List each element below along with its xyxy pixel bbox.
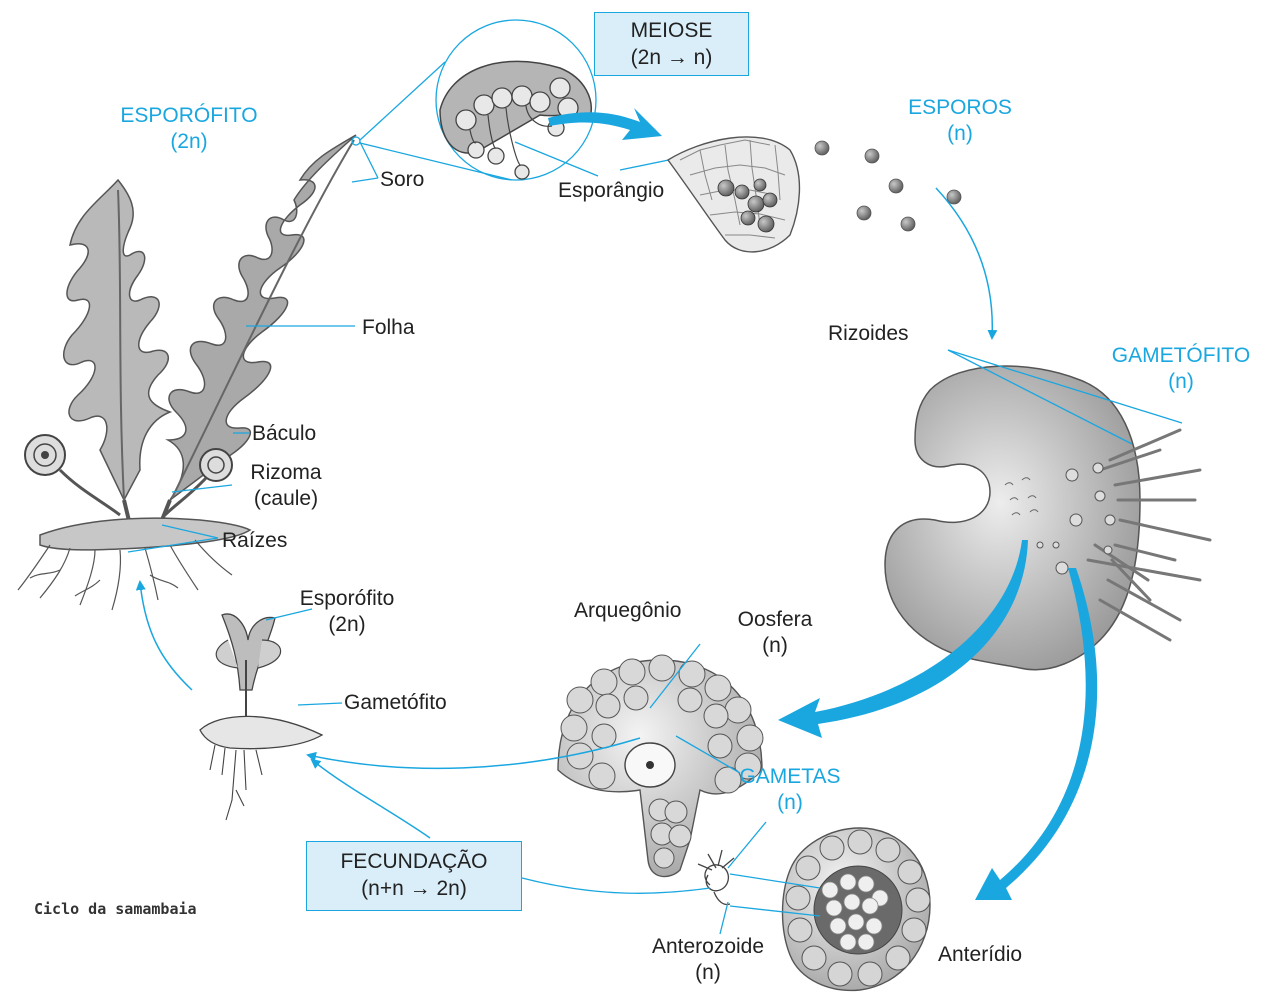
antherozoid-illustration bbox=[698, 850, 734, 905]
fecundacao-title: FECUNDAÇÃO bbox=[307, 848, 521, 875]
label-young-gametofito: Gametófito bbox=[344, 690, 447, 716]
meiose-formula: (2n → n) bbox=[595, 44, 748, 71]
fecundacao-formula: (n+n → 2n) bbox=[307, 875, 521, 902]
label-rizoma: Rizoma(caule) bbox=[226, 460, 346, 513]
free-spores bbox=[815, 141, 961, 231]
arrow-young-to-adult bbox=[140, 582, 192, 690]
left-frond bbox=[64, 180, 170, 500]
label-gametofito: GAMETÓFITO(n) bbox=[1088, 343, 1274, 396]
label-rizoides: Rizoides bbox=[828, 321, 909, 347]
label-anteridio: Anterídio bbox=[938, 942, 1022, 968]
rhizome bbox=[40, 518, 250, 550]
line-fecundation-to-antherozoid bbox=[522, 878, 710, 893]
figure-caption: Ciclo da samambaia bbox=[34, 900, 197, 918]
label-esporangio: Esporângio bbox=[558, 178, 664, 204]
label-soro: Soro bbox=[380, 167, 424, 193]
label-gametas: GAMETAS(n) bbox=[718, 764, 862, 817]
label-young-esporofito: Esporófito(2n) bbox=[284, 586, 410, 639]
young-sporophyte-illustration bbox=[200, 614, 322, 820]
label-baculo: Báculo bbox=[252, 421, 316, 447]
meiose-title: MEIOSE bbox=[595, 17, 748, 44]
label-anterozoide: Anterozoide(n) bbox=[628, 934, 788, 987]
label-folha: Folha bbox=[362, 315, 415, 341]
roots bbox=[18, 540, 232, 610]
label-oosfera: Oosfera(n) bbox=[720, 607, 830, 660]
label-arquegonio: Arquegônio bbox=[574, 598, 681, 624]
label-raizes: Raízes bbox=[222, 528, 287, 554]
antheridium-illustration bbox=[783, 828, 931, 990]
label-esporofito: ESPORÓFITO(2n) bbox=[104, 103, 274, 156]
adult-fern-illustration bbox=[18, 135, 356, 610]
arrow-spores-to-gametophyte bbox=[936, 188, 992, 338]
meiose-box: MEIOSE (2n → n) bbox=[594, 12, 749, 76]
sporangium-illustration bbox=[668, 137, 799, 252]
young-gametophyte-thallus bbox=[200, 716, 322, 748]
label-esporos: ESPOROS(n) bbox=[880, 95, 1040, 148]
arrow-fecundation-to-young bbox=[312, 760, 430, 838]
gametophyte-illustration bbox=[885, 366, 1210, 670]
fecundacao-box: FECUNDAÇÃO (n+n → 2n) bbox=[306, 841, 522, 911]
